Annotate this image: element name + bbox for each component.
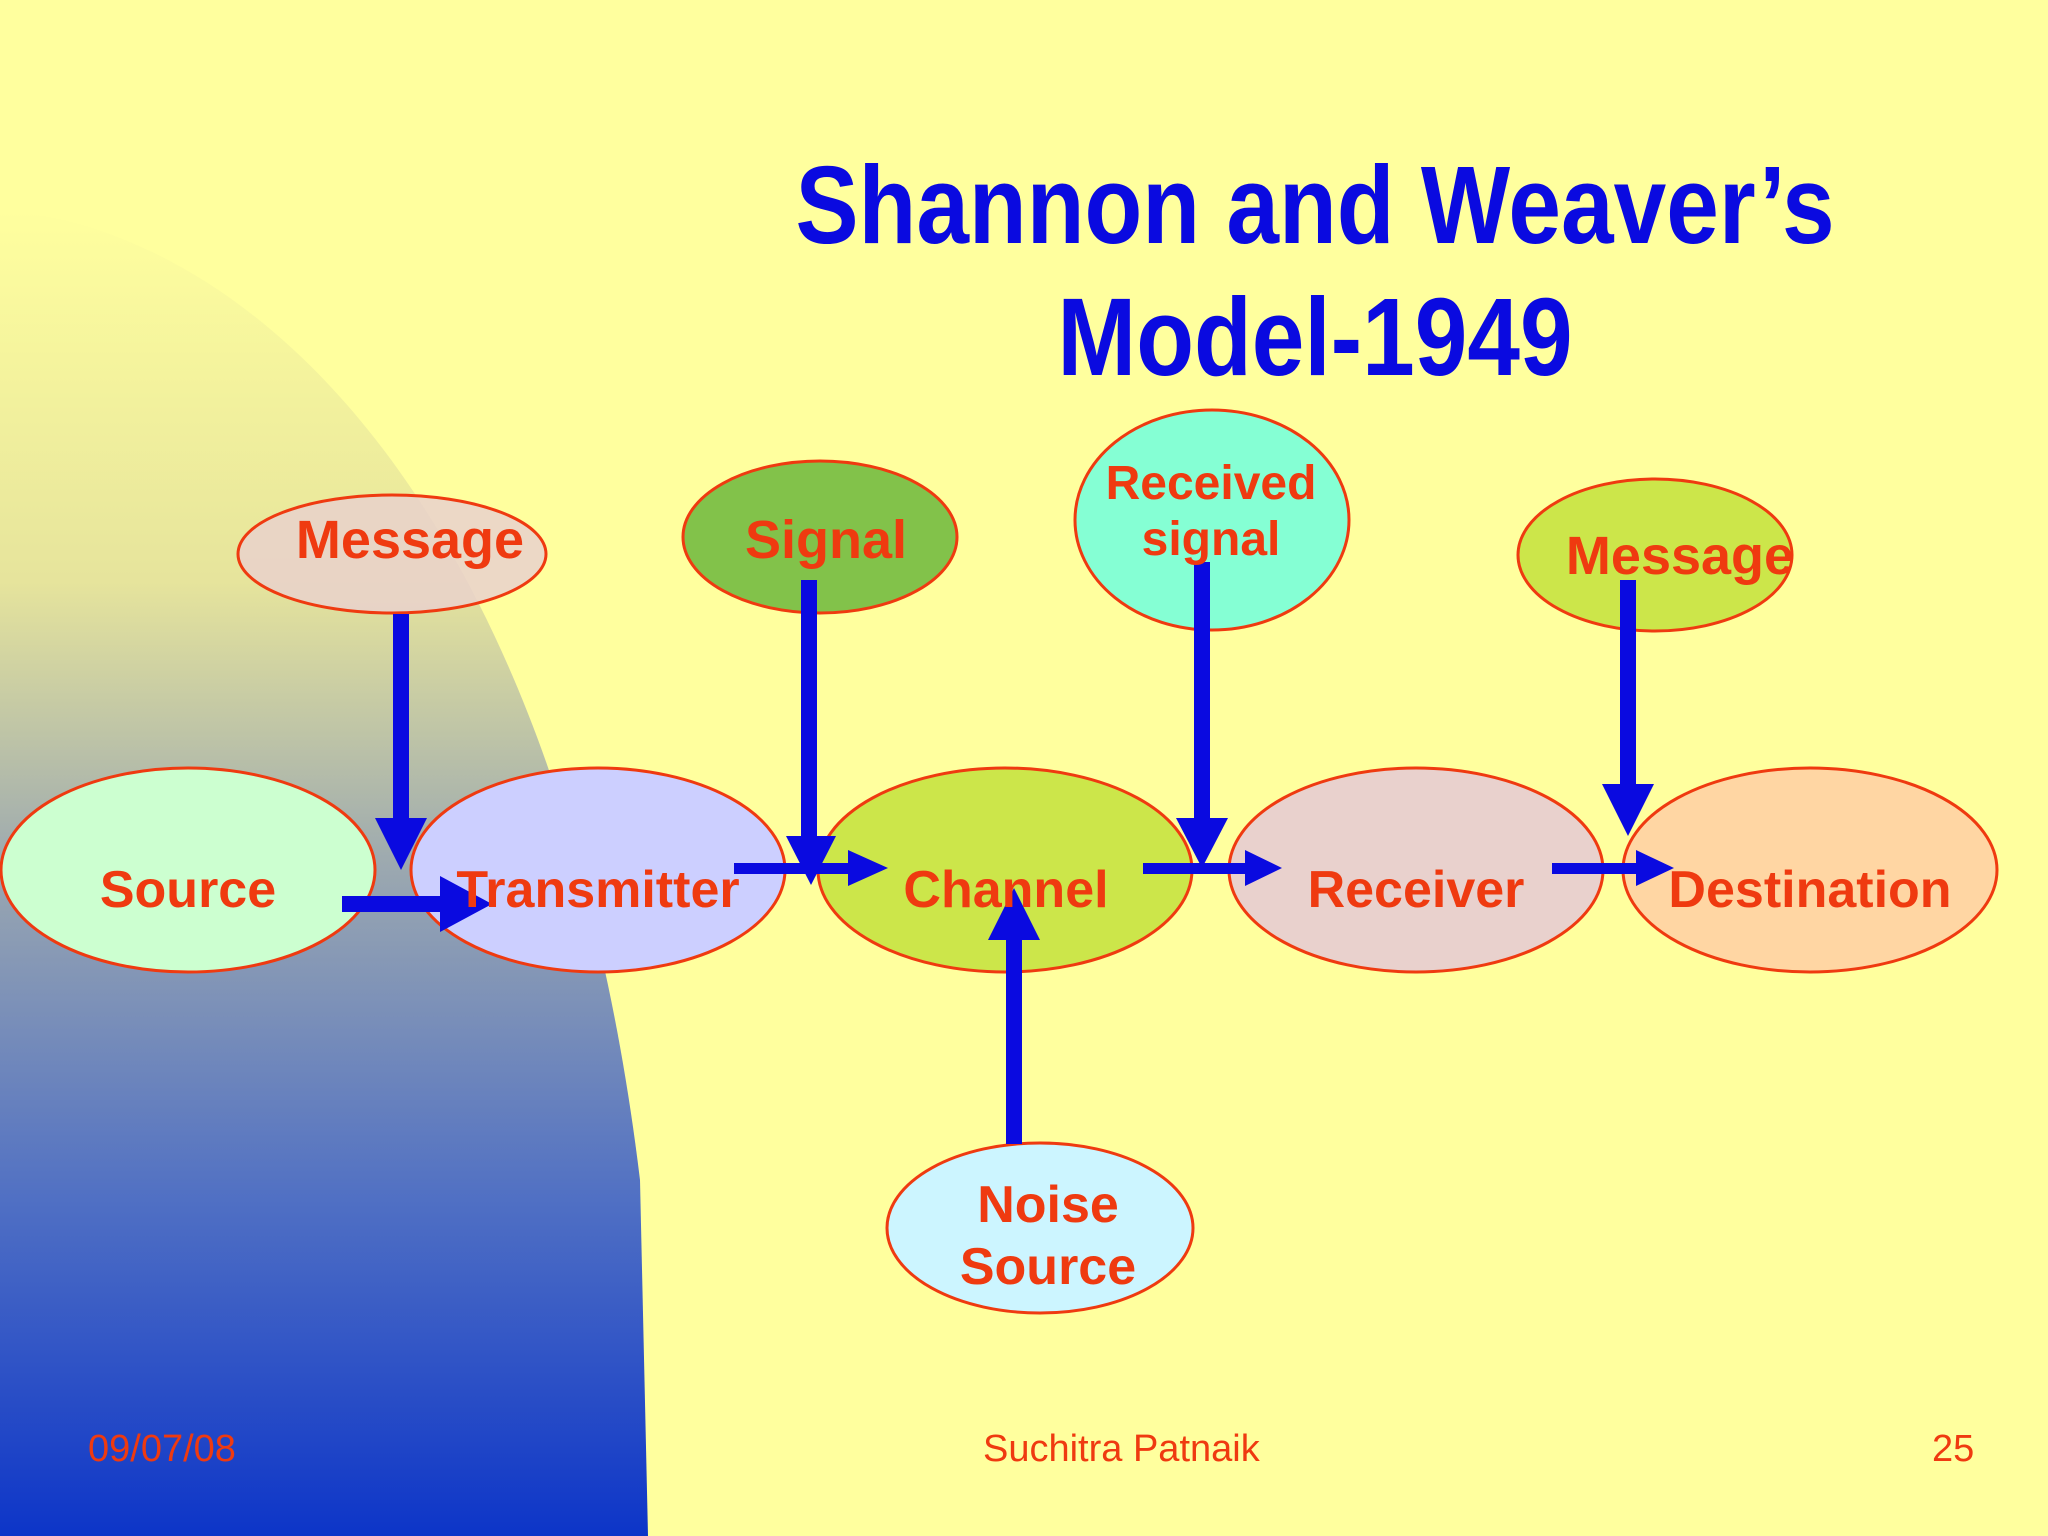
label-received-signal-line-2: signal	[1141, 513, 1281, 566]
label-noise-source: Noise Source	[960, 1174, 1136, 1298]
title-line-1: Shannon and Weaver’s	[795, 144, 1835, 267]
node-source	[0, 766, 377, 974]
label-message-out: Message	[1565, 526, 1795, 586]
footer-author: Suchitra Patnaik	[983, 1428, 1260, 1470]
node-signal	[681, 459, 959, 615]
label-received-signal-line-1: Received	[1105, 457, 1317, 510]
node-received-signal	[1073, 408, 1351, 632]
arrow-message-to-transmitter	[375, 614, 427, 870]
node-message-in	[236, 493, 548, 615]
arrow-noise-to-channel	[988, 888, 1040, 1144]
arrow-received-signal-to-receiver	[1176, 562, 1228, 868]
arrow-message-to-destination	[1602, 580, 1654, 836]
node-message-out	[1516, 477, 1794, 633]
slide-title: Shannon and Weaver’s Model-1949	[786, 140, 1844, 404]
arrow-source-to-transmitter	[342, 876, 492, 932]
label-source: Source	[99, 861, 277, 919]
label-channel: Channel	[903, 861, 1109, 919]
footer-page-number: 25	[1932, 1428, 1975, 1470]
node-noise-source	[885, 1141, 1195, 1315]
label-signal: Signal	[744, 510, 908, 570]
label-received-signal: Received signal	[1106, 456, 1317, 568]
arrow-channel-to-receiver	[1143, 850, 1282, 886]
label-message-in: Message	[295, 510, 525, 570]
label-destination: Destination	[1668, 861, 1952, 919]
arrow-signal-to-channel	[786, 580, 836, 885]
label-noise-source-line-1: Noise	[977, 1176, 1119, 1234]
title-line-2: Model-1949	[1057, 276, 1573, 399]
label-receiver: Receiver	[1307, 861, 1525, 919]
label-transmitter: Transmitter	[456, 861, 740, 919]
arrow-receiver-to-destination	[1552, 850, 1674, 886]
footer-date: 09/07/08	[88, 1428, 236, 1470]
arrow-transmitter-to-channel	[734, 850, 888, 886]
label-noise-source-line-2: Source	[959, 1238, 1137, 1296]
